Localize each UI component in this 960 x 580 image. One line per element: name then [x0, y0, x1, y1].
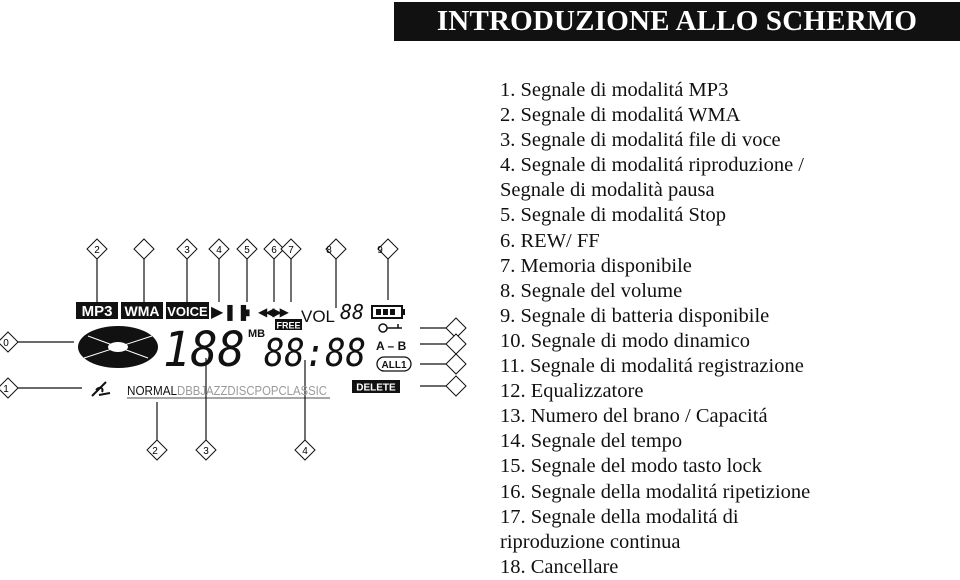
- track-number-digits: 188: [163, 322, 245, 378]
- callout-label: 5: [244, 245, 250, 256]
- legend-item: 4. Segnale di modalitá riproduzione /: [500, 154, 805, 177]
- legend-item: 15. Segnale del modo tasto lock: [500, 455, 762, 478]
- callout-label: 4: [302, 446, 308, 457]
- callout-label: 3: [184, 245, 190, 256]
- legend-item: 12. Equalizzatore: [500, 380, 644, 403]
- callout-right-diamond: [445, 375, 467, 397]
- callout-3-bottom: 3: [195, 439, 217, 461]
- callout-blank-top: [133, 238, 155, 260]
- callout-4-bottom: 4: [294, 439, 316, 461]
- mp3-indicator: MP3: [76, 302, 118, 320]
- callout-4-top: 4: [208, 238, 230, 260]
- legend-item: 9. Segnale di batteria disponibile: [500, 304, 770, 327]
- callout-2-bottom: 2: [146, 439, 168, 461]
- callout-label: 4: [216, 245, 222, 256]
- legend-item: 1. Segnale di modalitá MP3: [500, 79, 729, 101]
- delete-label: DELETE: [356, 383, 396, 394]
- record-icon: [91, 381, 111, 397]
- callout-label: 1: [3, 384, 9, 395]
- lock-key-icon: [378, 323, 402, 333]
- legend-item: 7. Memoria disponibile: [500, 254, 692, 277]
- legend-item: 11. Segnale di modalitá registrazione: [500, 355, 804, 378]
- callout-right: [445, 317, 467, 397]
- callout-5-top: 5: [236, 238, 258, 260]
- callout-top: 2 3 4 5 6 7 8 9: [86, 238, 399, 260]
- callout-9-top: 9: [377, 238, 399, 260]
- legend-item: 6. REW/ FF: [500, 229, 600, 252]
- legend-item: 17. Segnale della modalitá di: [500, 505, 739, 528]
- callout-label: 6: [271, 245, 277, 256]
- callout-label: 8: [326, 245, 332, 256]
- legend-item: Segnale di modalità pausa: [500, 179, 715, 202]
- legend-item: 13. Numero del brano / Capacitá: [500, 405, 768, 428]
- stop-icon: ■: [242, 304, 250, 320]
- legend-list: 1. Segnale di modalitá MP3 2. Segnale di…: [500, 78, 955, 580]
- all1-indicator: ALL1: [376, 356, 412, 372]
- free-label: FREE: [276, 321, 300, 331]
- legend-item: 3. Segnale di modalitá file di voce: [500, 129, 781, 152]
- mp3-label: MP3: [82, 303, 113, 320]
- disc-icon: [78, 326, 158, 368]
- time-digits: 88:88: [264, 331, 366, 375]
- callout-label: 3: [203, 446, 209, 457]
- legend-item: 18. Cancellare: [500, 555, 619, 578]
- callout-right-diamond: [445, 333, 467, 355]
- all1-label: ALL1: [382, 360, 407, 371]
- free-indicator: FREE: [275, 319, 302, 331]
- callout-8-top: 8: [325, 238, 347, 260]
- callout-label: 9: [377, 245, 383, 256]
- legend-item: riproduzione continua: [500, 530, 681, 553]
- callout-label: 2: [152, 446, 158, 457]
- callout-0-left: 0: [0, 331, 19, 353]
- mb-label: MB: [248, 328, 265, 340]
- eq-normal-label: NORMAL: [127, 383, 177, 398]
- vol-digits: 88: [340, 300, 364, 324]
- delete-indicator: DELETE: [352, 380, 400, 394]
- legend-item: 5. Segnale di modalitá Stop: [500, 204, 727, 227]
- legend-item: 10. Segnale di modo dinamico: [500, 329, 750, 352]
- callout-7-top: 7: [280, 238, 302, 260]
- lcd-diagram: 2 3 4 5 6 7 8 9 0 1 2 3 4 MP3 WMA VOICE …: [0, 238, 467, 461]
- callout-label: 7: [288, 245, 294, 256]
- vol-label: VOL: [301, 307, 335, 326]
- callout-6-top: 6: [263, 238, 285, 260]
- voice-indicator: VOICE: [166, 302, 209, 319]
- wma-indicator: WMA: [121, 302, 163, 319]
- legend-item: 16. Segnale della modalitá ripetizione: [500, 480, 811, 503]
- callout-label: 0: [3, 338, 9, 349]
- legend-item: 2. Segnale di modalitá WMA: [500, 104, 741, 127]
- battery-icon: [371, 305, 405, 319]
- callout-label: 2: [94, 245, 100, 256]
- callout-right-diamond: [445, 353, 467, 375]
- a-b-repeat-label: A – B: [376, 339, 407, 353]
- eq-modes-label: DBBJAZZDISCPOPCLASSIC: [177, 383, 327, 398]
- play-pause-icon: ▶❚❚: [211, 304, 250, 321]
- wma-label: WMA: [125, 303, 160, 319]
- callout-2-top: 2: [86, 238, 108, 260]
- callout-1-left: 1: [0, 377, 19, 399]
- legend-item: 14. Segnale del tempo: [500, 430, 683, 453]
- legend-item: 8. Segnale del volume: [500, 279, 683, 302]
- callout-3-top: 3: [176, 238, 198, 260]
- page-title: INTRODUZIONE ALLO SCHERMO: [394, 2, 960, 41]
- rew-ff-icon: ◀◀▶▶: [258, 305, 290, 319]
- voice-label: VOICE: [167, 304, 208, 319]
